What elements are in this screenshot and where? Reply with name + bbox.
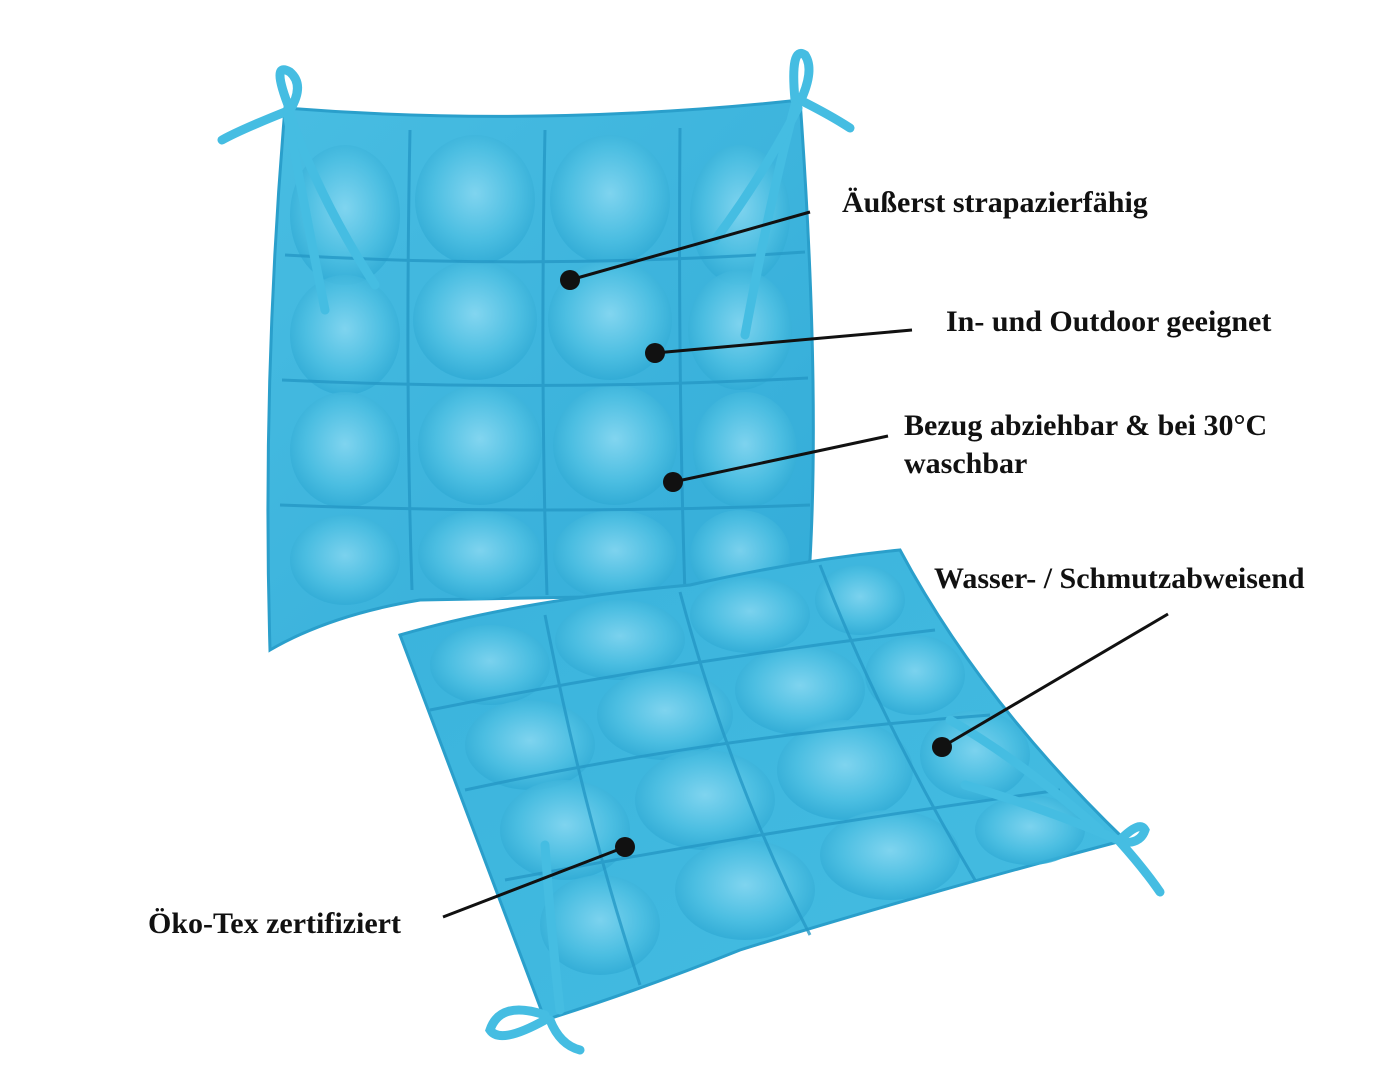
seat-seams: [429, 564, 1061, 986]
dot-oekotex: [615, 837, 635, 857]
seat-ties: [485, 715, 1165, 1055]
feature-indoor-outdoor-label: In- und Outdoor geeignet: [946, 305, 1272, 338]
callout-dots: [560, 270, 952, 857]
feature-oekotex-label: Öko-Tex zertifiziert: [148, 907, 401, 940]
backrest-puffs: [290, 135, 797, 605]
feature-durable-label: Äußerst strapazierfähig: [842, 186, 1148, 219]
backrest-cushion: [217, 49, 855, 653]
seat-cushion: [398, 548, 1165, 1055]
feature-repellent-label: Wasser- / Schmutzabweisend: [934, 562, 1305, 595]
callout-leaders: [442, 210, 1169, 919]
dot-indoor-outdoor: [645, 343, 665, 363]
dot-durable: [560, 270, 580, 290]
feature-washable-label-line1: Bezug abziehbar & bei 30°C: [904, 409, 1268, 442]
dot-washable: [663, 472, 683, 492]
backrest-ties: [217, 49, 855, 340]
feature-washable-label-line2: waschbar: [904, 447, 1028, 480]
seat-puffs: [430, 565, 1085, 975]
dot-repellent: [932, 737, 952, 757]
